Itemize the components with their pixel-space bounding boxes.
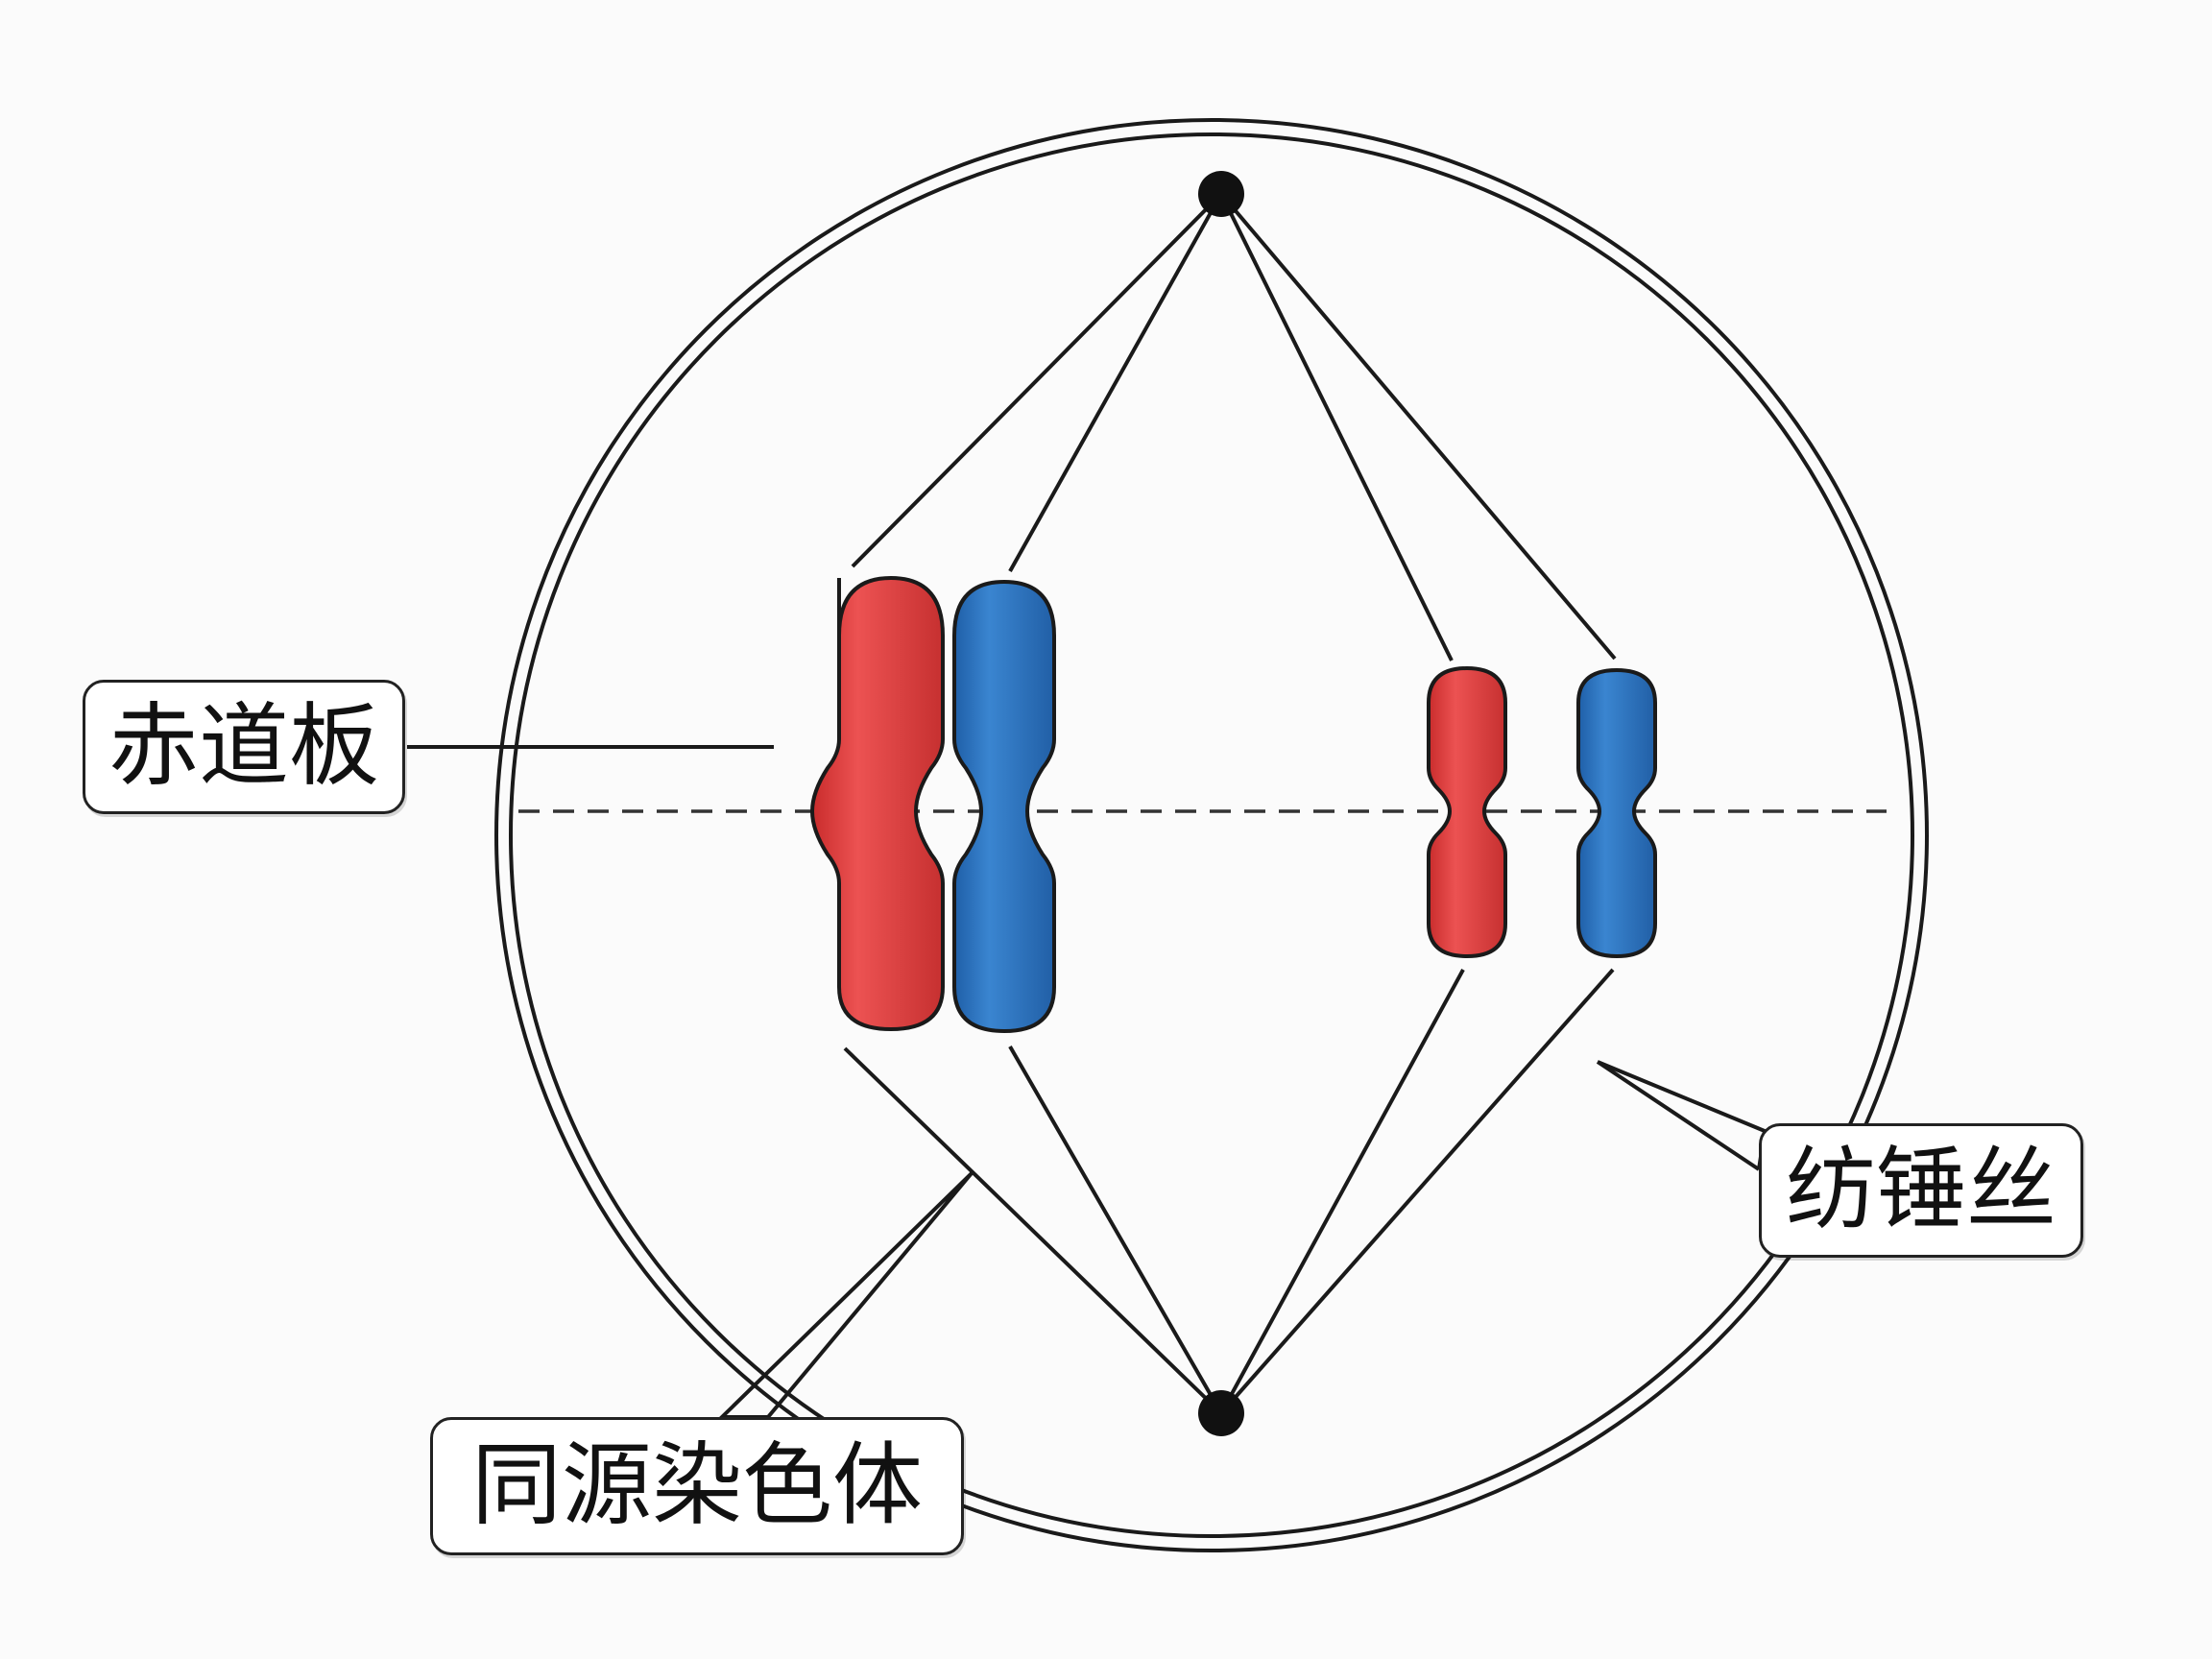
chromosome-large-blue xyxy=(952,579,1056,1034)
chromosome-small-blue xyxy=(1576,667,1657,959)
spindle-fiber-text: 纺锤丝 xyxy=(1785,1138,2056,1242)
cell-membrane xyxy=(494,118,1929,1552)
spindle-fiber-label: 纺锤丝 xyxy=(1759,1123,2083,1258)
chromosome-large-red xyxy=(809,575,945,1032)
chromosome-small-red xyxy=(1427,665,1507,959)
homologous-chromosomes-label: 同源染色体 xyxy=(430,1417,964,1555)
homologous-chromosomes-text: 同源染色体 xyxy=(470,1433,923,1538)
centrosome-top xyxy=(1198,171,1244,217)
spindle-fibers xyxy=(843,192,1617,1415)
centrosome-bottom xyxy=(1198,1390,1244,1436)
homologous-leader xyxy=(717,1171,974,1419)
equatorial-plate-label: 赤道板 xyxy=(83,680,405,814)
spindle-fiber-leader-b xyxy=(1596,1060,1761,1171)
equatorial-plate-text: 赤道板 xyxy=(108,694,379,799)
